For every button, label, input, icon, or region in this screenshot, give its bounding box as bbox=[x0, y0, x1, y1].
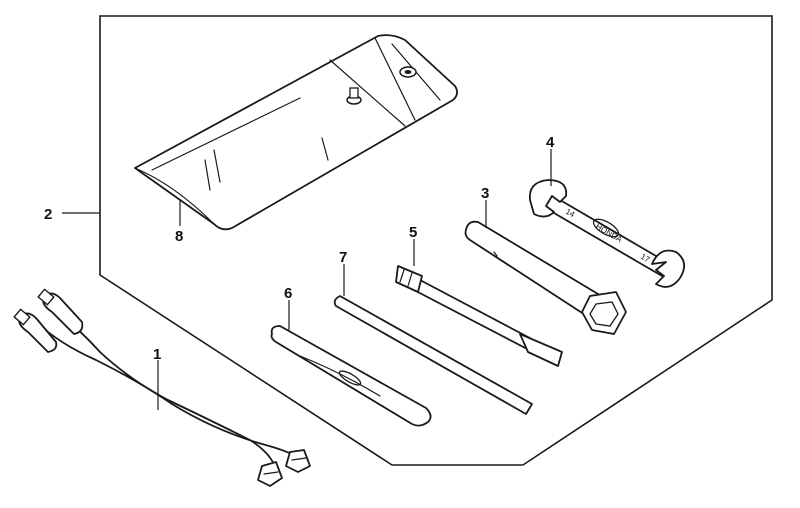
socket-wrench bbox=[464, 220, 627, 335]
callout-8: 8 bbox=[175, 228, 183, 245]
callout-3: 3 bbox=[481, 185, 489, 202]
kit-boundary-outline bbox=[99, 15, 773, 466]
callout-1: 1 bbox=[153, 346, 161, 363]
callout-7: 7 bbox=[339, 249, 347, 266]
callout-2: 2 bbox=[44, 206, 52, 223]
lever-handle bbox=[270, 325, 432, 427]
extension-bar bbox=[333, 295, 533, 415]
cable-harness bbox=[13, 288, 311, 487]
callout-5: 5 bbox=[409, 224, 417, 241]
callout-6: 6 bbox=[284, 285, 292, 302]
screwdriver bbox=[395, 265, 563, 367]
tool-bag bbox=[134, 34, 458, 231]
callout-4: 4 bbox=[546, 134, 555, 151]
